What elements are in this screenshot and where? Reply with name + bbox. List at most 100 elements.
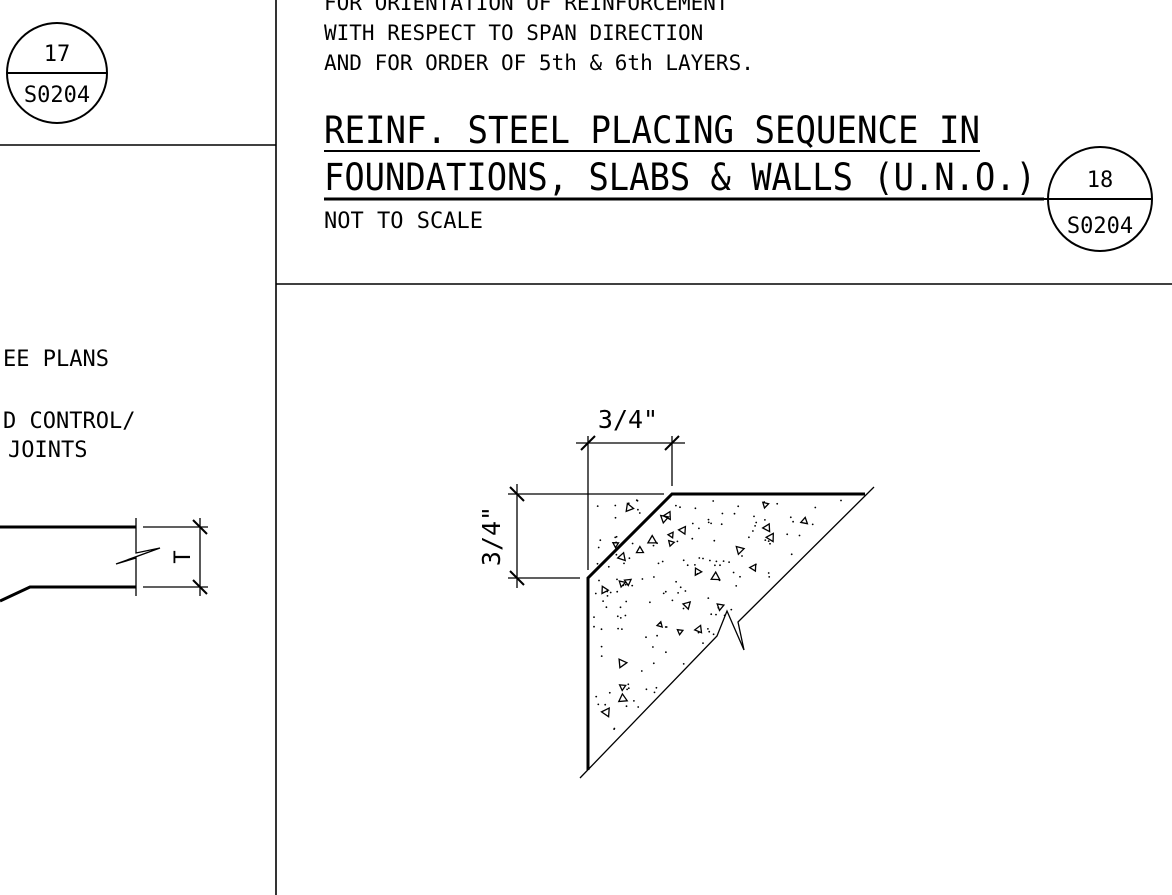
stipple-dot [710, 613, 713, 616]
stipple-dot [598, 579, 600, 582]
stipple-dot [712, 500, 715, 502]
stipple-dot [789, 516, 792, 519]
stipple-dot [708, 630, 711, 633]
stipple-dot [600, 655, 603, 657]
chamfer-detail: 3/4" 3/4" [477, 405, 875, 779]
stipple-dot [596, 562, 599, 565]
stipple-dot [594, 592, 597, 595]
stipple-dot [698, 557, 701, 559]
stipple-dot [614, 536, 617, 539]
stipple-aggregate [710, 570, 721, 581]
detail-18-number: 18 [1087, 168, 1114, 193]
stipple-aggregate [677, 525, 687, 536]
stipple-dot [714, 564, 716, 567]
stipple-dot [652, 662, 655, 665]
stipple-aggregate [635, 545, 645, 554]
detail-title-line-1: REINF. STEEL PLACING SEQUENCE IN [324, 109, 980, 152]
stipple-dot [645, 688, 648, 691]
stipple-dot [739, 575, 741, 578]
stipple-dot [627, 683, 630, 686]
concrete-stipple [593, 499, 842, 730]
stipple-dot [614, 504, 617, 507]
stipple-dot [616, 578, 618, 581]
stipple-dot [652, 544, 655, 547]
stipple-dot [790, 553, 793, 556]
stipple-aggregate [601, 585, 610, 595]
stipple-aggregate [761, 522, 771, 533]
stipple-aggregate [662, 510, 671, 521]
stipple-dot [621, 628, 623, 630]
detail-18-notes: FOR ORIENTATION OF REINFORCEMENT WITH RE… [324, 0, 754, 75]
stipple-aggregate [616, 551, 627, 562]
detail-17-number: 17 [44, 42, 71, 67]
stipple-dot [767, 540, 770, 542]
stipple-dot [764, 539, 767, 541]
stipple-dot [677, 592, 679, 594]
stipple-dot [616, 615, 619, 618]
stipple-dot [593, 616, 595, 618]
stipple-dot [625, 705, 628, 708]
stipple-aggregate [748, 563, 757, 573]
stipple-aggregate [764, 532, 774, 543]
stipple-aggregate [735, 545, 746, 556]
stipple-aggregate [618, 684, 627, 692]
stipple-dot [776, 502, 779, 505]
note-line-2: WITH RESPECT TO SPAN DIRECTION [324, 21, 703, 45]
stipple-dot [720, 523, 723, 526]
stipple-aggregate [761, 501, 770, 510]
stipple-dot [671, 599, 674, 602]
tick-bottom [192, 579, 208, 595]
stipple-dot [596, 505, 599, 507]
stipple-dot [664, 626, 667, 628]
stipple-dot [767, 572, 770, 574]
control-note-line-2: JOINTS [8, 438, 87, 463]
stipple-dot [657, 562, 660, 565]
break-line [115, 518, 161, 596]
slab-bottom-edge [0, 585, 136, 603]
stipple-dot [719, 564, 721, 567]
stipple-dot [691, 522, 694, 525]
stipple-aggregate [666, 531, 674, 539]
stipple-dot [636, 499, 639, 502]
stipple-dot [754, 525, 756, 527]
stipple-dot [715, 560, 718, 563]
stipple-dot [768, 576, 771, 578]
stipple-dot [617, 627, 619, 630]
stipple-aggregate [618, 658, 629, 669]
stipple-dot [707, 628, 709, 630]
control-note-line-1: D CONTROL/ [3, 409, 135, 434]
stipple-dot [649, 601, 651, 604]
stipple-dot [619, 617, 622, 619]
horizontal-dim-label: 3/4" [598, 405, 658, 434]
stipple-aggregate [600, 707, 610, 718]
stipple-dot [665, 651, 667, 654]
stipple-dot [593, 625, 595, 628]
stipple-dot [840, 499, 842, 502]
detail-17-bubble: 17 S0204 [6, 22, 108, 124]
h-tick-right [664, 435, 680, 451]
stipple-dot [682, 663, 685, 665]
stipple-dot [637, 508, 639, 511]
stipple-dot [615, 553, 618, 556]
stipple-dot [694, 507, 697, 510]
stipple-dot [652, 646, 654, 648]
stipple-dot [769, 542, 771, 545]
stipple-dot [613, 728, 615, 730]
stipple-dot [707, 521, 710, 524]
stipple-dot [798, 534, 801, 537]
stipple-dot [686, 564, 689, 567]
v-tick-bottom [509, 570, 525, 586]
stipple-dot [675, 580, 677, 583]
vertical-dim-label: 3/4" [477, 506, 506, 566]
stipple-dot [675, 504, 677, 507]
see-plans-note: EE PLANS [3, 347, 109, 372]
stipple-dot [730, 608, 733, 611]
stipple-dot [615, 535, 618, 538]
stipple-dot [627, 687, 630, 690]
stipple-dot [723, 614, 726, 617]
stipple-dot [735, 585, 738, 587]
stipple-aggregate [799, 516, 809, 525]
stipple-dot [684, 590, 687, 592]
stipple-dot [625, 600, 628, 603]
stipple-dot [702, 642, 704, 644]
